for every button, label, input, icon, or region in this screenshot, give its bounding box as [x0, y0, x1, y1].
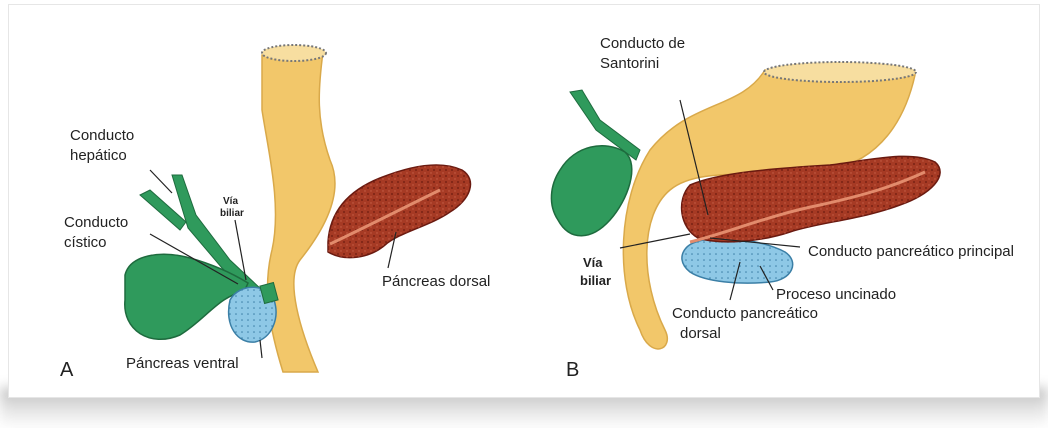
- duodenum-opening-a: [262, 45, 326, 61]
- panel-letter-a: A: [60, 360, 73, 380]
- label-main-pancreatic-duct: Conducto pancreático principal: [808, 242, 1014, 261]
- label-bile-duct-a-line1: Vía: [223, 196, 238, 208]
- duodenum-opening-b: [764, 62, 916, 82]
- label-dorsal-pancreas: Páncreas dorsal: [382, 272, 490, 291]
- label-dorsal-pancreatic-duct-line1: Conducto pancreático: [672, 304, 818, 323]
- label-cystic-duct-line1: Conducto: [64, 213, 128, 232]
- label-cystic-duct-line2: cístico: [64, 233, 107, 252]
- label-ventral-pancreas: Páncreas ventral: [126, 354, 239, 373]
- panel-letter-b: B: [566, 360, 579, 380]
- panel-a-drawing: [125, 45, 471, 372]
- label-uncinate-process: Proceso uncinado: [776, 285, 896, 304]
- label-hepatic-duct-line1: Conducto: [70, 126, 134, 145]
- label-bile-duct-b-line1: Vía: [583, 254, 603, 271]
- label-santorini-line2: Santorini: [600, 54, 659, 73]
- gallbladder-b: [551, 146, 631, 236]
- label-bile-duct-b-line2: biliar: [580, 272, 611, 289]
- label-santorini-line1: Conducto de: [600, 34, 685, 53]
- label-hepatic-duct-line2: hepático: [70, 146, 127, 165]
- label-dorsal-pancreatic-duct-line2: dorsal: [680, 324, 721, 343]
- label-bile-duct-a-line2: biliar: [220, 208, 244, 220]
